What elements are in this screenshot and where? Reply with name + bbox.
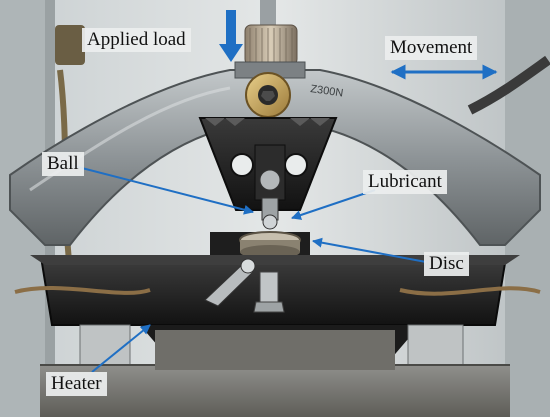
heater-label: Heater [46, 372, 107, 396]
lubricant-label: Lubricant [363, 170, 447, 194]
ball-label: Ball [42, 152, 84, 176]
arched-load-arm [9, 69, 541, 246]
disc-label: Disc [424, 252, 469, 276]
arm-engraving: Z300N [310, 83, 344, 99]
movement-label: Movement [385, 36, 478, 60]
knurled-knob [244, 24, 298, 66]
clamp-lever [204, 261, 256, 307]
test-ball [262, 214, 278, 230]
clamp-screw [259, 169, 281, 191]
load-rod [260, 0, 276, 30]
applied-load-label: Applied load [82, 28, 191, 52]
base-table [40, 365, 510, 417]
